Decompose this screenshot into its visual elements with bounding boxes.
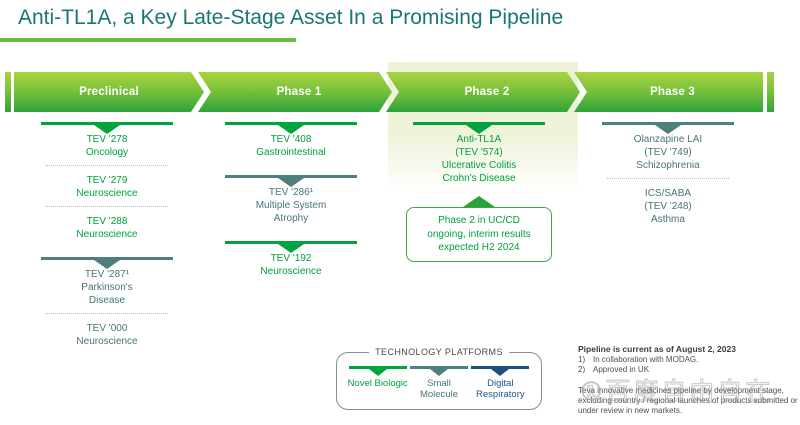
stage-segment-preclinical: Preclinical xyxy=(14,72,204,112)
stage-segment-phase-1: Phase 1 xyxy=(198,72,392,112)
novel-biologic-platform-bar xyxy=(225,122,357,134)
novel-biologic-marker-icon xyxy=(466,125,492,134)
pipeline-item: ICS/SABA(TEV '248)Asthma xyxy=(644,188,692,225)
footnote-list: 1) In collaboration with MODAG. 2) Approved… xyxy=(578,355,798,375)
footnote-text: Approved in UK xyxy=(593,365,650,374)
novel-biologic-marker-icon xyxy=(278,244,304,253)
legend-item-label: Small Molecule xyxy=(419,378,458,400)
small-molecule-marker-icon xyxy=(94,260,120,269)
footnote-text: In collaboration with MODAG. xyxy=(593,355,699,364)
legend-item-digital-respiratory: Digital Respiratory xyxy=(470,366,531,400)
legend-item-small-molecule: Small Molecule xyxy=(408,366,469,400)
small-molecule-platform-bar xyxy=(602,122,734,134)
novel-biologic-marker-icon xyxy=(368,369,387,376)
novel-biologic-platform-bar xyxy=(225,241,357,253)
page-title: Anti-TL1A, a Key Late-Stage Asset In a P… xyxy=(18,6,564,29)
item-separator xyxy=(46,206,168,207)
small-molecule-marker-icon xyxy=(429,369,448,376)
legend-item-novel-biologic: Novel Biologic xyxy=(347,366,408,400)
callout-arrow-icon xyxy=(463,196,495,207)
technology-platforms-box: TECHNOLOGY PLATFORMS Novel Biologic Small… xyxy=(336,347,542,410)
small-molecule-platform-bar xyxy=(409,366,468,376)
novel-biologic-marker-icon xyxy=(278,125,304,134)
band-right-cap xyxy=(767,72,774,112)
footnote-heading: Pipeline is current as of August 2, 2023 xyxy=(578,344,736,354)
stage-arrow-band: Preclinical Phase 1 Phase 2 Phase 3 xyxy=(0,72,800,112)
novel-biologic-platform-bar xyxy=(413,122,545,134)
novel-biologic-marker-icon xyxy=(94,125,120,134)
legend-items: Novel Biologic Small Molecule Digital Resp… xyxy=(337,353,541,400)
stage-label: Phase 1 xyxy=(276,86,322,98)
small-molecule-platform-bar xyxy=(225,175,357,187)
footnote-number: 2) xyxy=(578,365,586,374)
footnote-number: 1) xyxy=(578,355,586,364)
stage-segment-phase-3: Phase 3 xyxy=(574,72,763,112)
item-separator xyxy=(46,165,168,166)
band-left-cap xyxy=(5,72,11,112)
stage-label: Preclinical xyxy=(79,86,139,98)
item-separator xyxy=(46,313,168,314)
pipeline-disclaimer: Teva innovative medicines pipeline by de… xyxy=(578,386,798,415)
title-underline-rule xyxy=(0,38,296,42)
footnote-item: 2) Approved in UK xyxy=(578,365,798,375)
legend-item-label: Novel Biologic xyxy=(347,378,408,389)
item-separator xyxy=(607,178,729,179)
watermark: ①百度自由自在 xyxy=(580,376,774,406)
novel-biologic-platform-bar xyxy=(41,122,173,134)
stage-label: Phase 3 xyxy=(650,86,695,98)
stage-segment-phase-2: Phase 2 xyxy=(386,72,580,112)
small-molecule-marker-icon xyxy=(655,125,681,134)
footnote-item: 1) In collaboration with MODAG. xyxy=(578,355,798,365)
pipeline-item: Olanzapine LAI(TEV '749)Schizophrenia xyxy=(633,134,703,171)
stage-label: Phase 2 xyxy=(464,86,510,98)
footnotes: Pipeline is current as of August 2, 2023… xyxy=(578,344,798,416)
legend-item-label: Digital Respiratory xyxy=(476,378,525,400)
digital-respiratory-marker-icon xyxy=(491,369,510,376)
small-molecule-platform-bar xyxy=(41,257,173,269)
legend-title: TECHNOLOGY PLATFORMS xyxy=(369,347,509,357)
small-molecule-marker-icon xyxy=(278,178,304,187)
digital-respiratory-platform-bar xyxy=(471,366,530,376)
novel-biologic-platform-bar xyxy=(348,366,407,376)
